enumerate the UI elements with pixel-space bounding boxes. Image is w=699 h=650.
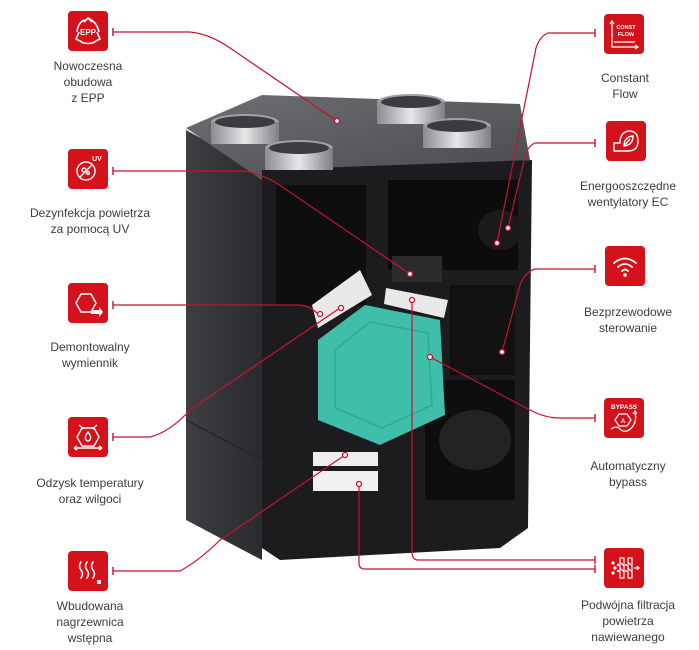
housing-side-panel xyxy=(186,130,262,560)
feature-label: Wbudowana nagrzewnica wstępna xyxy=(56,599,124,645)
feature-label: Demontowalny wymiennik xyxy=(50,340,130,370)
preheater-icon xyxy=(68,551,108,591)
double-filter-icon xyxy=(604,548,644,588)
svg-text:CONST: CONST xyxy=(616,25,636,31)
svg-text:FLOW: FLOW xyxy=(618,32,635,38)
air-duct xyxy=(377,94,445,124)
feature-label: Bezprzewodowe sterowanie xyxy=(583,305,673,335)
feature-label: Podwójna filtracja powietrza nawiewanego xyxy=(580,598,676,644)
svg-text:A: A xyxy=(621,419,626,425)
svg-text:EPP: EPP xyxy=(80,28,97,37)
wifi-icon xyxy=(605,246,645,286)
feature-label: Nowoczesna obudowa z EPP xyxy=(53,59,123,105)
feature-label: Dezynfekcja powietrza za pomocą UV xyxy=(29,206,151,236)
heat-moisture-recovery-icon xyxy=(68,417,108,457)
air-duct xyxy=(265,140,333,170)
removable-exchanger-icon xyxy=(68,283,108,323)
feature-label: Constant Flow xyxy=(600,71,650,101)
bypass-icon: BYPASS A xyxy=(604,398,644,438)
air-duct xyxy=(211,114,279,144)
feature-label: Energooszczędne wentylatory EC xyxy=(579,179,677,209)
recycle-epp-icon: EPP xyxy=(68,11,108,51)
ec-fan-leaf-icon xyxy=(606,121,646,161)
svg-text:BYPASS: BYPASS xyxy=(611,404,638,411)
svg-text:UV: UV xyxy=(92,156,102,163)
feature-label: Automatyczny bypass xyxy=(590,459,666,489)
feature-label: Odzysk temperatury oraz wilgoci xyxy=(36,476,144,506)
uv-disinfection-icon: UV xyxy=(68,149,108,189)
air-duct xyxy=(423,118,491,148)
